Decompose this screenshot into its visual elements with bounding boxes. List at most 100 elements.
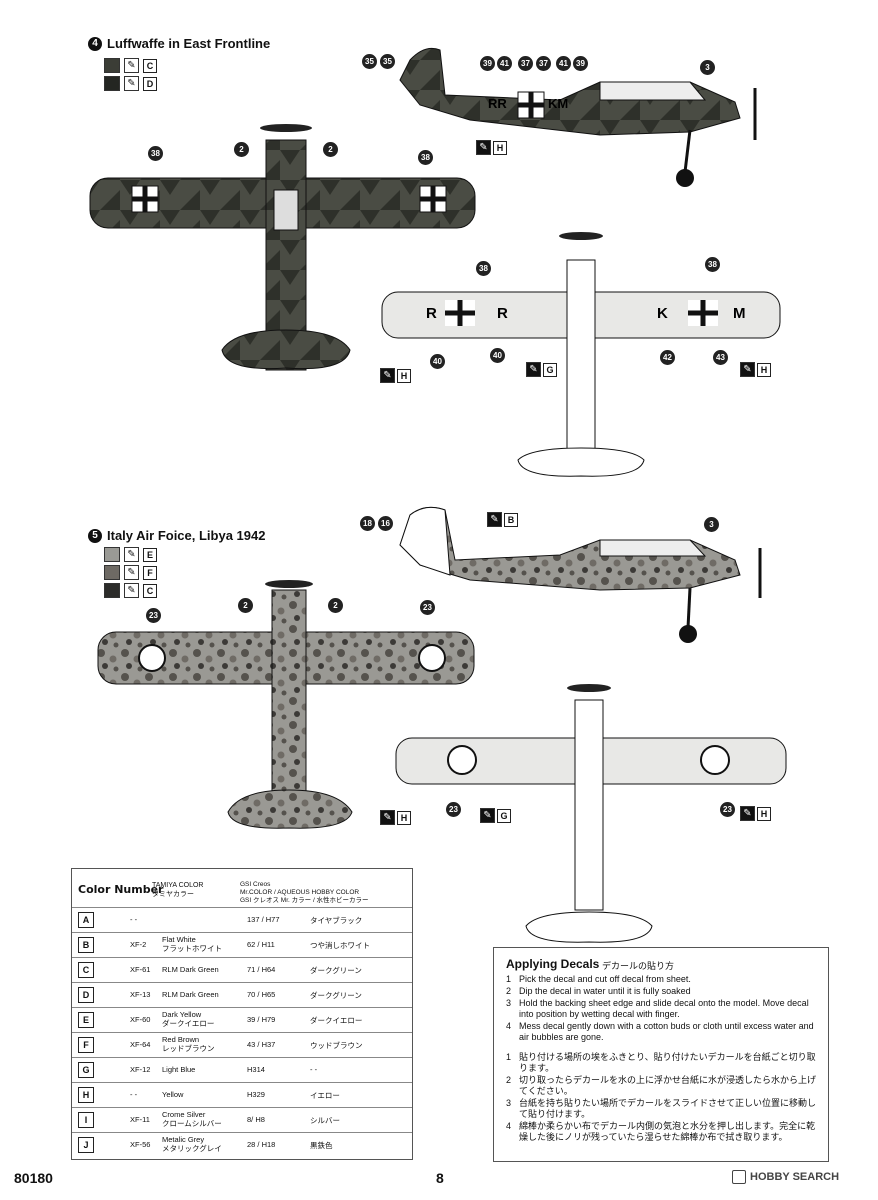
callout-18: 18 [360, 516, 375, 531]
tamiya-code: XF-11 [130, 1115, 150, 1124]
fuselage-code-left: RR [488, 96, 507, 111]
col-header-tamiya-jp: タミヤカラー [152, 891, 194, 898]
step-number: 2 [506, 1075, 512, 1085]
tamiya-code: XF-12 [130, 1065, 151, 1074]
color-name: Light Blue [162, 1060, 195, 1074]
color-swatch [104, 565, 120, 580]
swatch-row: ✎ D [104, 76, 157, 91]
color-name-en: Crome Silver [162, 1110, 206, 1119]
brush-icon: ✎ [740, 806, 755, 821]
mr-color-code: 8/ H8 [247, 1115, 265, 1124]
color-letter: H [397, 810, 411, 825]
section-number: 5 [88, 528, 102, 543]
mr-color-code: 70 / H65 [247, 990, 276, 999]
tamiya-code: XF-2 [130, 940, 147, 949]
brush-icon: ✎ [380, 368, 395, 383]
color-name: RLM Dark Green [162, 960, 219, 974]
color-letter: I [78, 1112, 94, 1128]
tamiya-code: - - [130, 1090, 138, 1099]
step-number: 3 [506, 1098, 512, 1108]
spacer [506, 1044, 821, 1052]
mr-color-name-jp: ウッドブラウン [310, 1041, 363, 1050]
brush-icon: ✎ [124, 76, 139, 91]
color-swatch [104, 58, 120, 73]
wing-code: R [426, 305, 437, 322]
mr-color-code: 43 / H37 [247, 1040, 276, 1049]
brush-icon: ✎ [124, 547, 139, 562]
fuselage-code-right: KM [548, 96, 568, 111]
mr-color-name-jp: タイヤブラック [310, 916, 363, 925]
color-letter: E [78, 1012, 94, 1028]
color-letter: H [757, 806, 771, 821]
color-name: RLM Dark Green [162, 985, 219, 999]
swatch-row: ✎ F [104, 565, 157, 580]
color-letter: D [78, 987, 94, 1003]
step-number: 1 [506, 1052, 512, 1062]
mr-color-code: H329 [247, 1090, 265, 1099]
mr-color-name-jp: イエロー [310, 1091, 340, 1100]
brush-icon: ✎ [124, 583, 139, 598]
brush-icon: ✎ [124, 565, 139, 580]
color-swatch [104, 547, 120, 562]
callout-43: 43 [713, 350, 728, 365]
callout-40: 40 [490, 348, 505, 363]
decals-title: Applying Decals [506, 957, 600, 971]
col-header-tamiya-en: TAMIYA COLOR [152, 882, 204, 889]
wing-code: M [733, 305, 746, 322]
color-name-en: Red Brown [162, 1035, 200, 1044]
callout-23: 23 [420, 600, 435, 615]
color-letter: B [504, 512, 518, 527]
color-letter: F [78, 1037, 94, 1053]
tamiya-code: XF-60 [130, 1015, 151, 1024]
col-header-mr-2: Mr.COLOR / AQUEOUS HOBBY COLOR [240, 889, 360, 896]
tamiya-code: - - [130, 915, 138, 924]
step-number: 2 [506, 986, 512, 996]
paint-tag: ✎H [740, 362, 771, 377]
section-title-text: Luffwaffe in East Frontline [107, 36, 271, 51]
callout-3: 3 [700, 60, 715, 75]
paint-tag: ✎H [380, 368, 411, 383]
callout-37: 37 [536, 56, 551, 71]
color-number-table: Color Number TAMIYA COLOR タミヤカラー GSI Cre… [71, 868, 413, 1160]
color-name: Yellow [162, 1085, 183, 1099]
callout-37: 37 [518, 56, 533, 71]
paint-tag: ✎G [526, 362, 557, 377]
color-name-en: RLM Dark Green [162, 965, 219, 974]
col-header-mr-3: GSI クレオス Mr. カラー / 水性ホビーカラー [240, 897, 369, 904]
mr-color-name-jp: シルバー [310, 1116, 340, 1125]
mr-color-name-jp: - - [310, 1065, 318, 1074]
brush-icon: ✎ [480, 808, 495, 823]
wing-code: K [657, 305, 668, 322]
callout-41: 41 [556, 56, 571, 71]
swatch-row: ✎ E [104, 547, 157, 562]
color-name-jp: メタリックグレイ [162, 1144, 222, 1153]
callout-38: 38 [705, 257, 720, 272]
step-text: 綿棒か柔らかい布でデカール内側の気泡と水分を押し出します。完全に乾燥した後にノリ… [519, 1121, 816, 1142]
mr-color-code: 62 / H11 [247, 940, 275, 949]
mr-color-name-jp: つや消しホワイト [310, 941, 370, 950]
brush-icon: ✎ [487, 512, 502, 527]
callout-16: 16 [378, 516, 393, 531]
color-name-jp: クロームシルバー [162, 1119, 222, 1128]
callout-35: 35 [380, 54, 395, 69]
brush-icon: ✎ [740, 362, 755, 377]
paint-tag: ✎H [476, 140, 507, 155]
callout-39: 39 [480, 56, 495, 71]
swatch-row: ✎ C [104, 583, 157, 598]
